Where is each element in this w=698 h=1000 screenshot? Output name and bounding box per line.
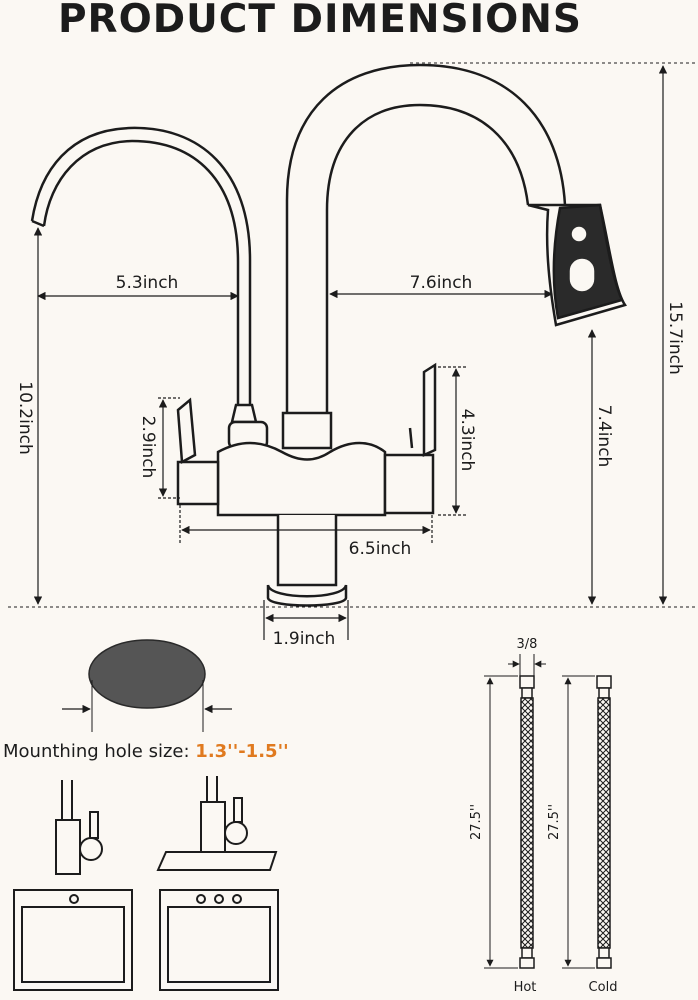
faucet-drawing <box>30 63 627 607</box>
hose-cold-label: Cold <box>589 980 618 995</box>
dim-label-5-3: 5.3inch <box>116 273 179 293</box>
install-option-single-hole <box>13 780 133 991</box>
dim-label-4-3: 4.3inch <box>457 409 477 472</box>
install-option-deck-plate <box>156 776 279 991</box>
dim-label-1-9: 1.9inch <box>273 629 336 649</box>
hose-connector-label: 3/8 <box>517 637 538 652</box>
dim-label-15-7: 15.7inch <box>665 301 685 374</box>
dim-label-2-9: 2.9inch <box>138 416 158 479</box>
hose-hot-length: 27.5'' <box>469 804 484 840</box>
dim-label-10-2: 10.2inch <box>15 381 35 454</box>
dimension-lines <box>33 65 668 640</box>
hose-cold-length: 27.5'' <box>547 804 562 840</box>
hose-dimension-lines <box>484 654 595 969</box>
mounting-hole-shape <box>88 639 206 709</box>
dim-label-6-5: 6.5inch <box>349 539 412 559</box>
dim-label-7-4: 7.4inch <box>594 405 614 468</box>
page-title: PRODUCT DIMENSIONS <box>57 0 583 42</box>
mounting-hole-label: Mounthing hole size: 1.3''-1.5'' <box>3 741 289 762</box>
hose-hot-label: Hot <box>514 980 537 995</box>
hose-hot <box>519 675 535 969</box>
hose-cold <box>596 675 612 969</box>
dim-label-7-6: 7.6inch <box>410 273 473 293</box>
